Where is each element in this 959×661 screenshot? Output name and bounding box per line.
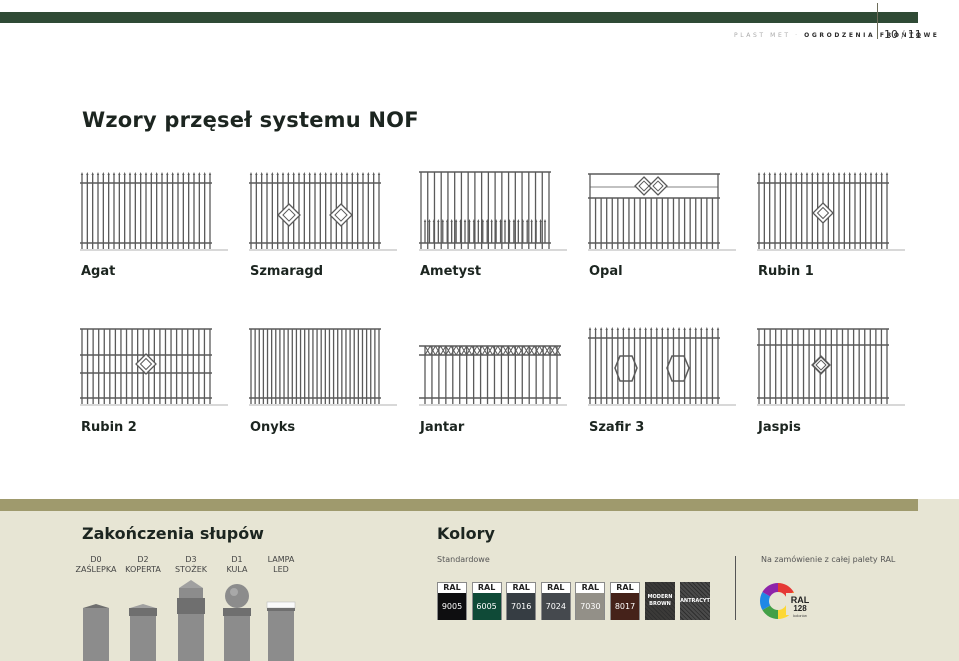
swatch-ral-label: RAL — [472, 583, 501, 593]
fence-rubin1-image — [755, 170, 913, 260]
post-lamp-image — [265, 578, 297, 661]
fence-name: Szafir 3 — [589, 420, 645, 435]
post-name: LED — [273, 565, 289, 574]
fence-szafir3-image — [586, 325, 744, 415]
fence-opal-image — [586, 170, 744, 260]
swatch-ral-label: RAL — [576, 583, 605, 593]
texture-swatch: ANTRACYT — [680, 582, 710, 620]
fence-rubin2-image — [78, 325, 236, 415]
ral-logo-line1: RAL — [791, 595, 810, 605]
post-name: KOPERTA — [125, 565, 161, 574]
post-code: LAMPA — [267, 555, 295, 564]
fence-name: Jaspis — [758, 420, 801, 435]
colors-title: Kolory — [437, 524, 495, 543]
post-code: D1 — [231, 555, 243, 564]
swatch-code: 7030 — [576, 593, 605, 620]
fence-szmaragd-image — [247, 170, 405, 260]
swatch-code: 7024 — [541, 593, 570, 620]
colors-divider — [735, 556, 736, 620]
fence-name: Agat — [81, 264, 116, 279]
fence-ametyst-image — [417, 170, 575, 260]
swatch-ral-label: RAL — [507, 583, 536, 593]
post-cone-image — [175, 578, 207, 661]
post-name: STOŻEK — [174, 565, 208, 574]
swatch-ral-label: RAL — [541, 583, 570, 593]
texture-label-2: BROWN — [649, 601, 671, 607]
swatch-code: 8017 — [611, 593, 639, 620]
fence-name: Rubin 1 — [758, 264, 814, 279]
brand-name: PLAST MET — [734, 32, 791, 39]
standard-label: Standardowe — [437, 555, 490, 564]
post-flat-image — [80, 578, 112, 661]
band-end — [918, 499, 959, 511]
swatch-ral-label: RAL — [611, 583, 639, 593]
fence-agat-image — [78, 170, 236, 260]
fence-name: Rubin 2 — [81, 420, 137, 435]
fence-jaspis-image — [755, 325, 913, 415]
post-name: ZAŚLEPKA — [75, 565, 117, 574]
ral-logo-line2: 128 — [793, 604, 807, 613]
top-bar — [0, 12, 918, 23]
fence-onyks-image — [247, 325, 405, 415]
post-code: D0 — [90, 555, 102, 564]
post-code: D2 — [137, 555, 149, 564]
page-numbers: 10/11 — [884, 28, 922, 41]
custom-label: Na zamówienie z całej palety RAL — [761, 555, 896, 564]
swatch-code: 6005 — [472, 593, 501, 620]
post-name: KULA — [226, 565, 248, 574]
brand-header: PLAST MET · OGRODZENIA FRONTOWE — [734, 32, 940, 39]
post-code: D3 — [185, 555, 197, 564]
page-title: Wzory przęseł systemu NOF — [82, 108, 419, 132]
fence-jantar-image — [417, 325, 575, 415]
swatch-code: 9005 — [438, 593, 466, 620]
swatch-code: 7016 — [507, 593, 536, 620]
posts-title: Zakończenia słupów — [82, 524, 264, 543]
ral-logo-line3: kolorów — [793, 613, 807, 618]
page-current: 10 — [884, 28, 898, 41]
fence-name: Jantar — [420, 420, 465, 435]
ral-128-logo: RAL 128 kolorów — [758, 580, 816, 622]
texture-label-1: MODERN — [647, 594, 673, 600]
swatch-ral-label: RAL — [438, 583, 466, 593]
header-divider — [877, 3, 878, 39]
fence-name: Szmaragd — [250, 264, 324, 279]
page-separator: / — [901, 28, 905, 41]
fence-name: Ametyst — [420, 264, 482, 279]
fence-name: Opal — [589, 264, 623, 279]
post-ball-image — [221, 578, 253, 661]
brand-section: OGRODZENIA FRONTOWE — [804, 32, 940, 39]
fence-name: Onyks — [250, 420, 296, 435]
texture-label-1: ANTRACYT — [680, 597, 710, 604]
post-envelope-image — [127, 578, 159, 661]
page-next: 11 — [907, 28, 922, 41]
section-band — [0, 499, 918, 511]
